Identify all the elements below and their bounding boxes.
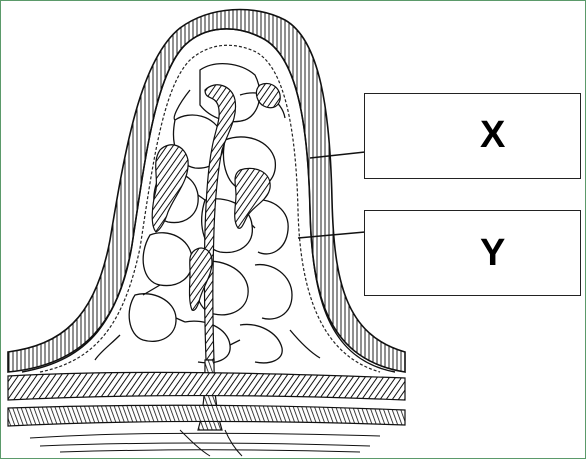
muscle-band-upper: [8, 372, 405, 400]
label-x: X: [480, 114, 505, 157]
label-box-x: [364, 93, 581, 179]
label-box-y: [364, 210, 581, 296]
bottom-fibres: [30, 430, 380, 456]
label-y: Y: [480, 232, 505, 275]
